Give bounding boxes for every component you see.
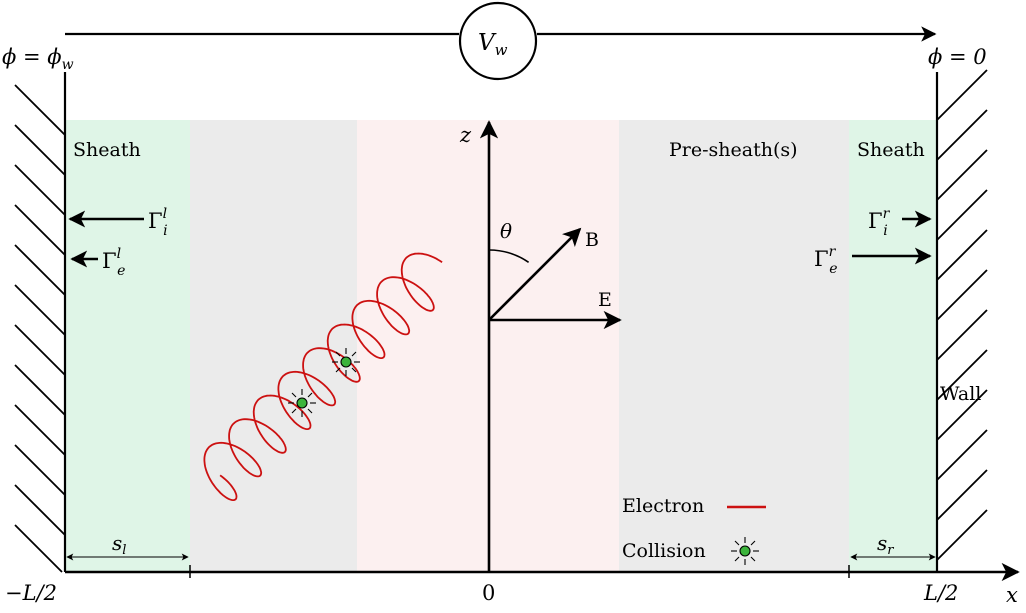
sheath-left-region [65,120,190,572]
s-right-label: sr [877,531,894,558]
theta-arc [488,249,530,263]
sheath-left-label: Sheath [73,139,141,161]
legend: Electron Collision [622,495,766,565]
sheath-right-region [849,120,937,572]
e-field-label: E [598,289,612,311]
tick-zero: 0 [482,581,495,605]
theta-label: θ [500,219,512,243]
right-wall [935,69,988,572]
s-left-label: sl [112,531,126,558]
collision-marker [288,389,316,417]
b-field-label: B [585,229,599,251]
z-axis-label: z [459,123,472,147]
electron-trajectory [203,252,443,501]
legend-collision-label: Collision [622,540,706,562]
tick-minus-l-half: −L/2 [5,581,57,605]
sheath-right-label: Sheath [857,139,925,161]
b-field-arrow [488,227,582,321]
legend-electron-label: Electron [622,495,704,517]
legend-collision-icon [731,537,759,565]
phi-right-label: ϕ = 0 [928,45,987,69]
presheath-right-region [619,120,849,572]
voltmeter-label: Vw [478,30,508,59]
circuit [65,1,937,81]
x-axis-label: x [1006,583,1018,607]
wall-label: Wall [940,383,981,405]
collision-marker [332,348,360,376]
presheath-left-region [190,120,357,572]
presheath-label: Pre-sheath(s) [669,139,798,161]
left-wall [14,72,67,573]
phi-left-label: ϕ = ϕw [2,45,74,73]
tick-l-half: L/2 [923,581,958,605]
voltmeter [458,1,538,81]
